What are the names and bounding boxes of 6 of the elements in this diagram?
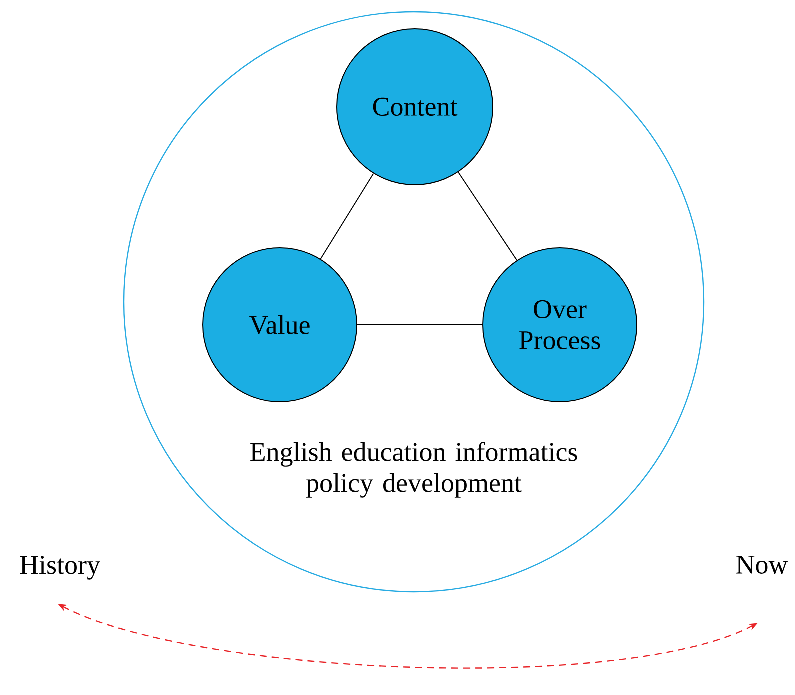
time-label: Now (736, 556, 788, 574)
circle-caption: English education informatics policy development (250, 442, 578, 498)
connector-line (458, 172, 518, 261)
time-label: History (20, 556, 100, 580)
connector-line (357, 324, 483, 326)
connector-line (320, 173, 374, 260)
